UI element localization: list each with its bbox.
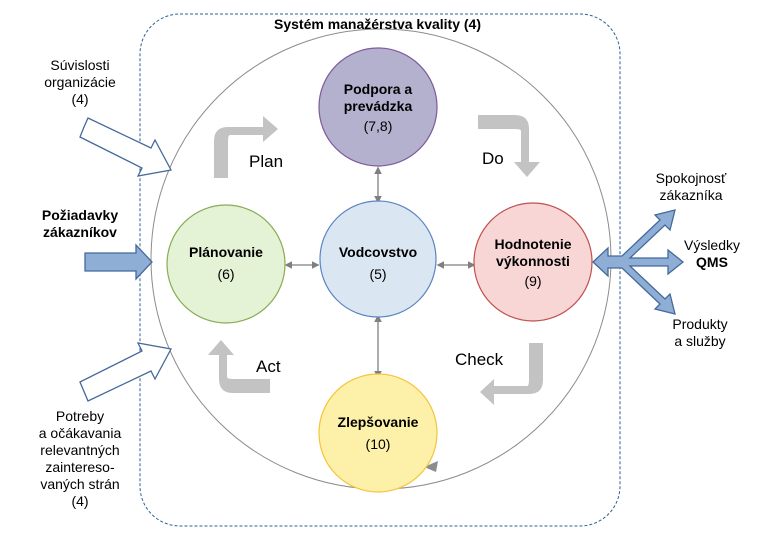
- node-planning-name: Plánovanie: [189, 244, 263, 260]
- customer-requirements-line-2: zákazníkov: [43, 224, 117, 240]
- stakeholders-line-6: (4): [71, 493, 89, 509]
- node-support-name: Podpora a prevádzka: [343, 81, 413, 114]
- node-leadership-name: Vodcovstvo: [338, 244, 418, 260]
- results-line-2: QMS: [696, 254, 728, 270]
- node-performance-num: (9): [524, 273, 542, 289]
- satisfaction-line-1: Spokojnosť: [655, 170, 727, 186]
- outputs-arrows: [592, 209, 685, 315]
- results-line-1: Výsledky: [683, 237, 741, 253]
- node-planning-num: (6): [217, 266, 235, 282]
- node-performance-label: Hodnotenie výkonnosti (9): [473, 236, 593, 290]
- node-improvement-label: Zlepšovanie (10): [318, 414, 438, 453]
- stakeholders-line-2: a očákavania: [38, 425, 122, 441]
- cycle-check-label: Check: [455, 350, 504, 369]
- customer-requirements-label: Požiadavky zákazníkov: [32, 207, 128, 241]
- check-arrow: [480, 343, 543, 405]
- node-planning-label: Plánovanie (6): [166, 244, 286, 283]
- do-arrow: [478, 115, 540, 177]
- satisfaction-line-2: zákazníka: [659, 187, 723, 203]
- node-planning-circle: [166, 204, 286, 324]
- node-leadership-circle: [319, 200, 437, 318]
- stakeholders-label: Potreby a očákavania relevantných zainte…: [22, 408, 138, 510]
- satisfaction-label: Spokojnosť zákazníka: [643, 170, 739, 204]
- stakeholders-line-3: relevantných: [40, 442, 120, 458]
- context-label: Súvislosti organizácie (4): [32, 57, 128, 108]
- plan-arrow: [214, 116, 278, 178]
- node-leadership-label: Vodcovstvo (5): [318, 244, 438, 283]
- context-line-1: Súvislosti: [50, 57, 110, 73]
- stakeholders-line-5: vaných strán: [40, 476, 120, 492]
- cycle-do-label: Do: [482, 149, 504, 168]
- customer-requirements-line-1: Požiadavky: [41, 207, 119, 223]
- context-line-2: organizácie: [44, 74, 116, 90]
- node-improvement-name: Zlepšovanie: [337, 414, 419, 430]
- node-improvement-circle: [318, 373, 438, 493]
- products-label: Produkty a služby: [652, 316, 748, 350]
- cycle-act-label: Act: [256, 357, 281, 376]
- results-label: Výsledky QMS: [672, 237, 752, 271]
- context-line-3: (4): [71, 91, 89, 107]
- stakeholders-input-arrow: [79, 342, 172, 402]
- node-leadership-num: (5): [369, 266, 387, 282]
- products-line-2: a služby: [674, 333, 726, 349]
- products-line-1: Produkty: [672, 316, 728, 332]
- stakeholders-line-1: Potreby: [55, 408, 105, 424]
- node-support-num: (7,8): [363, 118, 393, 134]
- node-improvement-num: (10): [365, 436, 391, 452]
- node-performance-name: Hodnotenie výkonnosti: [494, 236, 572, 269]
- qms-title: Systém manažérstva kvality (4): [274, 16, 481, 32]
- cycle-plan-label: Plan: [249, 152, 284, 171]
- customer-requirements-arrow: [84, 243, 153, 281]
- node-support-circle: [318, 47, 438, 167]
- stakeholders-line-4: zaintereso-: [45, 459, 115, 475]
- node-performance-circle: [473, 202, 593, 322]
- act-arrow: [208, 340, 270, 393]
- node-support-label: Podpora a prevádzka (7,8): [318, 81, 438, 135]
- circle-arrowhead: [424, 461, 438, 472]
- context-input-arrow: [79, 117, 172, 177]
